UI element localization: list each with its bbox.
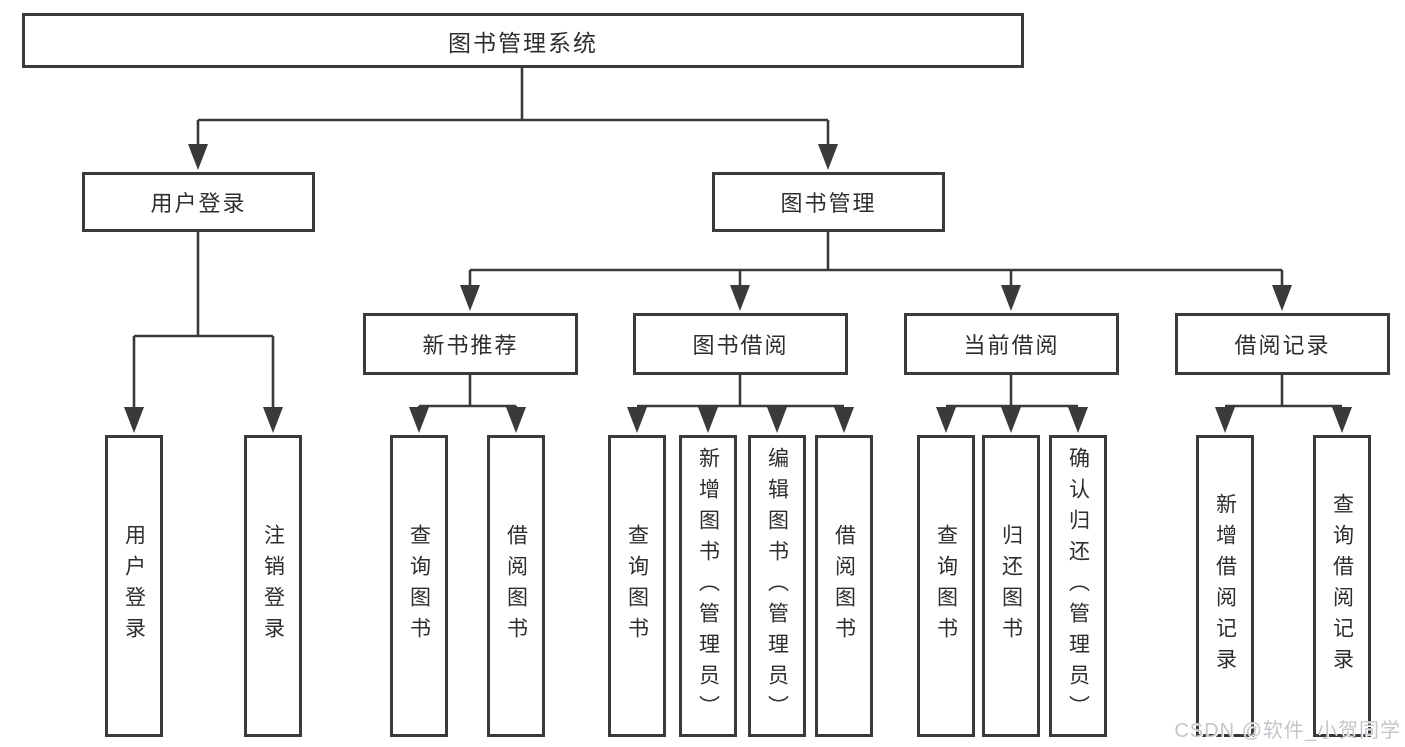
node-book-borrow: 图书借阅 <box>633 313 848 375</box>
node-root-library-system: 图书管理系统 <box>22 13 1024 68</box>
csdn-watermark: CSDN @软件_小贺同学 <box>1174 720 1401 742</box>
leaf-user-login: 用户登录 <box>105 435 163 737</box>
leaf-query-borrow-record: 查询借阅记录 <box>1313 435 1371 737</box>
leaf-query-books-2: 查询图书 <box>608 435 666 737</box>
leaf-query-books-1: 查询图书 <box>390 435 448 737</box>
node-new-book-recommend: 新书推荐 <box>363 313 578 375</box>
leaf-confirm-return-admin: 确认归还（管理员） <box>1049 435 1107 737</box>
leaf-edit-book-admin: 编辑图书（管理员） <box>748 435 806 737</box>
leaf-add-book-admin: 新增图书（管理员） <box>679 435 737 737</box>
leaf-borrow-books-2: 借阅图书 <box>815 435 873 737</box>
node-current-borrow: 当前借阅 <box>904 313 1119 375</box>
leaf-return-books: 归还图书 <box>982 435 1040 737</box>
node-borrow-records: 借阅记录 <box>1175 313 1390 375</box>
leaf-add-borrow-record: 新增借阅记录 <box>1196 435 1254 737</box>
leaf-borrow-books-1: 借阅图书 <box>487 435 545 737</box>
leaf-logout: 注销登录 <box>244 435 302 737</box>
node-user-login-group: 用户登录 <box>82 172 315 232</box>
node-book-management-group: 图书管理 <box>712 172 945 232</box>
leaf-query-books-3: 查询图书 <box>917 435 975 737</box>
